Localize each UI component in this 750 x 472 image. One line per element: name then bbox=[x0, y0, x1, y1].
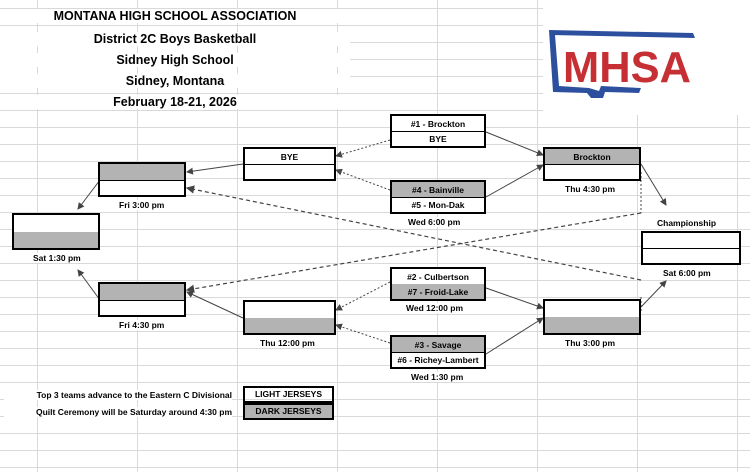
loser-game-3 bbox=[98, 162, 186, 197]
semifinal-2 bbox=[543, 299, 641, 335]
loser-game-4-team-bottom bbox=[100, 300, 184, 316]
title-association: MONTANA HIGH SCHOOL ASSOCIATION bbox=[0, 9, 350, 23]
loser-game-1-team-top: BYE bbox=[245, 149, 334, 165]
game-3-time: Wed 12:00 pm bbox=[404, 303, 466, 313]
game-2-team-top: #4 - Bainville bbox=[392, 182, 484, 198]
loser-game-3-time: Fri 3:00 pm bbox=[117, 200, 167, 210]
game-2-time: Wed 6:00 pm bbox=[406, 217, 463, 227]
game-3: #2 - Culbertson #7 - Froid-Lake bbox=[390, 267, 486, 301]
semifinal-2-team-bottom bbox=[545, 317, 639, 333]
third-place-game bbox=[12, 213, 100, 250]
loser-game-2-team-bottom bbox=[245, 317, 334, 333]
loser-game-2 bbox=[243, 300, 336, 335]
championship-title: Championship bbox=[655, 218, 719, 228]
loser-game-4 bbox=[98, 282, 186, 317]
loser-game-3-team-bottom bbox=[100, 180, 184, 196]
game-2-team-bottom: #5 - Mon-Dak bbox=[411, 199, 465, 210]
championship-team-bottom bbox=[643, 248, 739, 263]
semifinal-2-team-top bbox=[545, 301, 639, 318]
logo-outline-top bbox=[549, 30, 695, 38]
semifinal-1-team-top: Brockton bbox=[545, 149, 639, 165]
title-host: Sidney High School bbox=[0, 53, 350, 67]
loser-game-3-team-top bbox=[100, 164, 184, 181]
loser-game-1-team-bottom bbox=[245, 164, 334, 179]
championship-game bbox=[641, 231, 741, 265]
game-1: #1 - Brockton BYE bbox=[390, 114, 486, 148]
semifinal-1-team-bottom bbox=[545, 164, 639, 179]
championship-time: Sat 6:00 pm bbox=[661, 268, 713, 278]
semifinal-2-time: Thu 3:00 pm bbox=[563, 338, 618, 348]
third-place-team-bottom bbox=[14, 231, 98, 248]
loser-game-1: BYE bbox=[243, 147, 336, 181]
note-quilt: Quilt Ceremony will be Saturday around 4… bbox=[4, 407, 232, 417]
logo-outline-bottom bbox=[549, 30, 641, 98]
logo-text: MHSA bbox=[563, 43, 691, 92]
game-3-team-top: #2 - Culbertson bbox=[392, 269, 484, 285]
third-place-team-top bbox=[14, 215, 98, 233]
legend-light-jerseys: LIGHT JERSEYS bbox=[243, 386, 334, 403]
loser-game-4-time: Fri 4:30 pm bbox=[117, 320, 167, 330]
loser-game-2-team-top bbox=[245, 302, 334, 319]
title-location: Sidney, Montana bbox=[0, 74, 350, 88]
game-4-team-bottom: #6 - Richey-Lambert bbox=[397, 354, 479, 365]
game-4-time: Wed 1:30 pm bbox=[409, 372, 466, 382]
title-dates: February 18-21, 2026 bbox=[0, 95, 350, 109]
game-3-team-bottom: #7 - Froid-Lake bbox=[392, 284, 484, 299]
game-4: #3 - Savage #6 - Richey-Lambert bbox=[390, 335, 486, 369]
loser-game-2-time: Thu 12:00 pm bbox=[258, 338, 317, 348]
mhsa-logo-graphic: MHSA bbox=[549, 30, 695, 98]
note-advance: Top 3 teams advance to the Eastern C Div… bbox=[4, 390, 232, 400]
third-place-time: Sat 1:30 pm bbox=[31, 253, 83, 263]
championship-team-top bbox=[643, 233, 739, 249]
game-1-team-top: #1 - Brockton bbox=[392, 116, 484, 132]
game-4-team-top: #3 - Savage bbox=[392, 337, 484, 353]
legend-dark-jerseys: DARK JERSEYS bbox=[243, 403, 334, 420]
game-1-team-bottom: BYE bbox=[429, 133, 447, 144]
game-2: #4 - Bainville #5 - Mon-Dak bbox=[390, 180, 486, 214]
loser-game-4-team-top bbox=[100, 284, 184, 301]
mhsa-logo: MHSA bbox=[543, 0, 750, 115]
semifinal-1-time: Thu 4:30 pm bbox=[563, 184, 618, 194]
semifinal-1: Brockton bbox=[543, 147, 641, 181]
title-event: District 2C Boys Basketball bbox=[0, 32, 350, 46]
